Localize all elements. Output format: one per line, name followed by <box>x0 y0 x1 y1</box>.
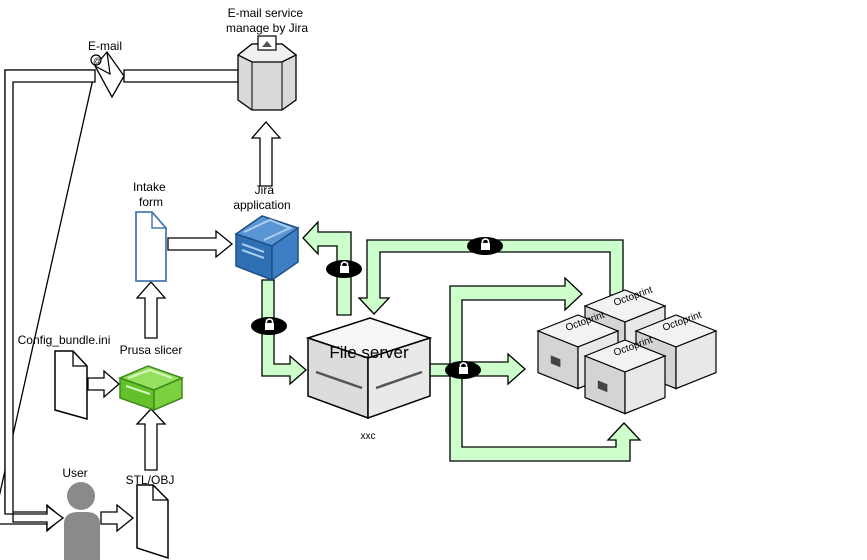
package-icon <box>234 215 300 282</box>
config-bundle-label: Config_bundle.ini <box>18 333 111 347</box>
intake-form-label: Intake form <box>133 180 169 209</box>
config-to-slicer-arrow <box>87 369 120 399</box>
stl-obj-label: STL/OBJ <box>126 473 175 487</box>
document-icon <box>135 211 167 282</box>
lock-icon <box>325 259 363 279</box>
envelope-icon: @ <box>90 50 125 99</box>
cloud-server-icon <box>236 35 298 111</box>
user-to-stl-arrow <box>100 503 135 533</box>
stl-to-slicer-arrow <box>135 408 167 471</box>
email-to-user-connector <box>0 69 96 533</box>
cloud-to-email-connector <box>123 69 239 83</box>
svg-text:@: @ <box>93 56 102 66</box>
prusa-slicer-label: Prusa slicer <box>120 343 183 357</box>
config-document-icon <box>54 350 88 420</box>
stl-document-icon <box>136 484 169 560</box>
octoprint-to-server-connector <box>357 239 624 315</box>
lock-icon <box>466 236 504 256</box>
user-label: User <box>62 466 87 480</box>
email-return-line <box>4 69 96 532</box>
user-icon <box>64 482 100 560</box>
slicer-to-form-arrow <box>135 281 167 339</box>
jira-application-label: Jira application <box>233 183 290 212</box>
jira-to-cloud-arrow <box>250 121 282 187</box>
form-to-jira-arrow <box>167 229 234 259</box>
email-label: E-mail <box>88 39 122 53</box>
server-icon <box>305 317 433 420</box>
file-server-sublabel: xxc <box>361 431 376 442</box>
lock-icon <box>250 316 288 336</box>
slicer-package-icon <box>117 365 185 412</box>
lock-icon <box>444 360 482 380</box>
email-service-label: E-mail service manage by Jira <box>226 6 308 35</box>
file-server-label: File server <box>329 343 409 362</box>
